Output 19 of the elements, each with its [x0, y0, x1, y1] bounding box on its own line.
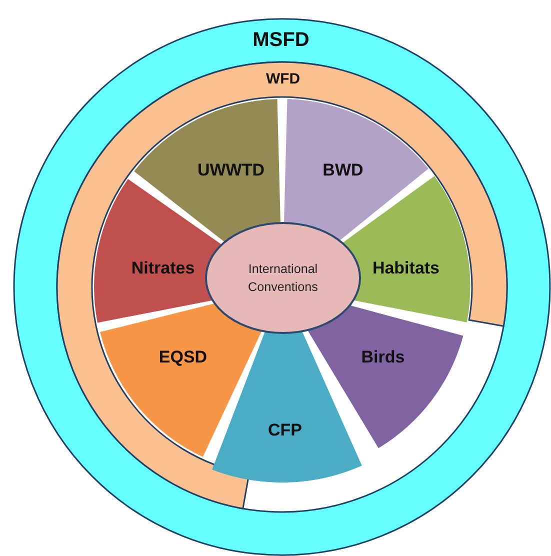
outer-ring — [14, 19, 550, 555]
pie-sector — [100, 303, 262, 458]
pie-sector — [307, 304, 464, 448]
center-label: International Conventions — [247, 260, 319, 296]
sector-label: UWWTD — [197, 161, 264, 178]
sector-label: CFP — [268, 421, 302, 438]
pie-sector — [134, 99, 280, 243]
sector-label: BWD — [322, 161, 364, 178]
pie-sector — [342, 176, 470, 323]
pie-sector — [284, 99, 428, 242]
ring-label: WFD — [266, 72, 300, 88]
pie-sector — [212, 330, 362, 483]
sector-label: EQSD — [158, 348, 208, 366]
sector-label: Birds — [361, 348, 405, 366]
pie-sector — [94, 179, 222, 323]
sector-label: Habitats — [372, 259, 440, 276]
ring-band — [57, 62, 507, 509]
ring-label: MSFD — [252, 30, 310, 50]
sector-label: Nitrates — [131, 259, 195, 276]
